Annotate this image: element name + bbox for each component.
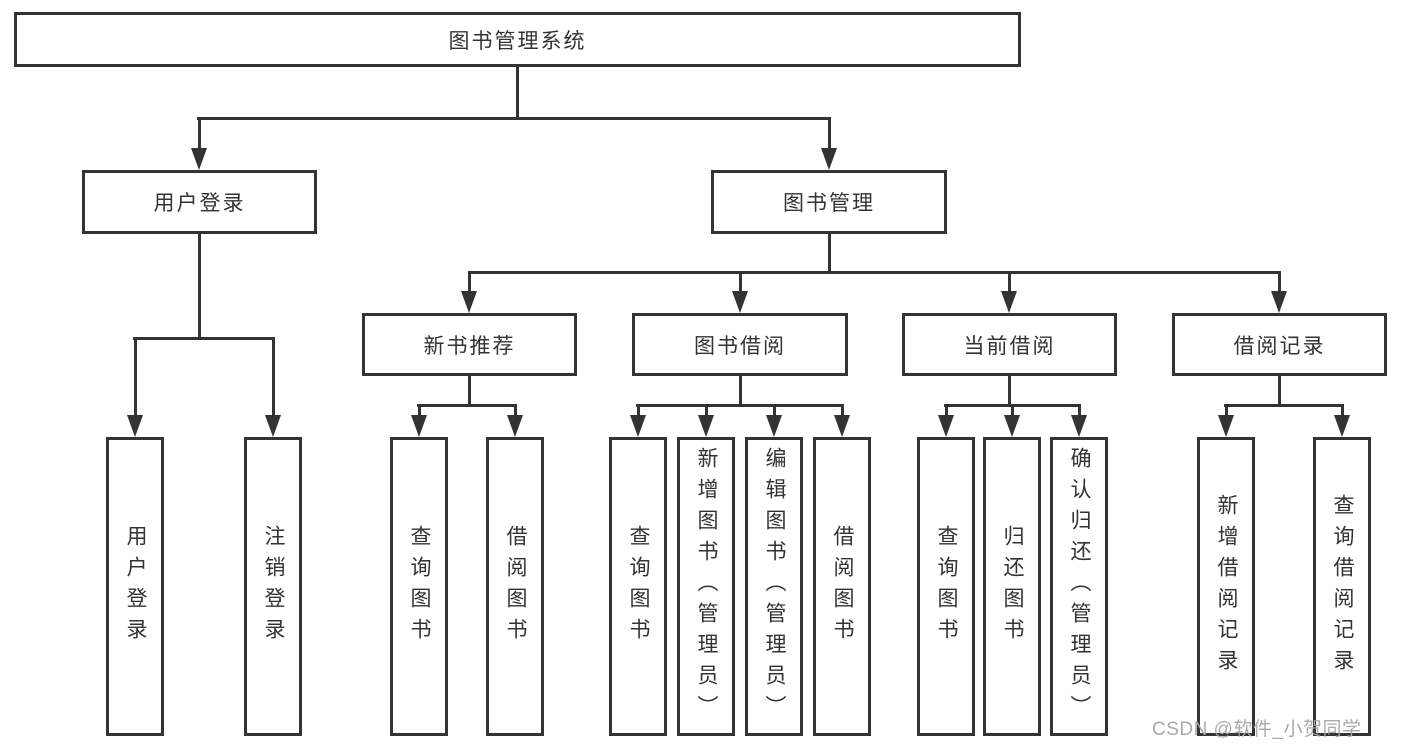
leaf-cb-confirm-label: 确认归还（管理员） bbox=[1068, 447, 1091, 726]
arrow-to-book-mgmt bbox=[821, 117, 837, 170]
leaf-bb-query-label: 查询图书 bbox=[627, 524, 650, 649]
arrow-to-br-add bbox=[1218, 404, 1234, 437]
arrow-to-bb-query bbox=[630, 404, 646, 437]
arrow-to-nb-borrow bbox=[507, 404, 523, 437]
leaf-bb-borrow-label: 借阅图书 bbox=[831, 524, 854, 649]
connector-new-books-stem bbox=[468, 376, 471, 407]
leaf-bb-borrow: 借阅图书 bbox=[813, 437, 871, 736]
arrow-to-bb-borrow bbox=[834, 404, 850, 437]
node-current-borrow: 当前借阅 bbox=[902, 313, 1117, 376]
arrow-to-borrow-records bbox=[1271, 271, 1287, 313]
leaf-login: 用户登录 bbox=[106, 437, 164, 736]
connector-current-borrow-stem bbox=[1008, 376, 1011, 407]
arrow-to-bb-add bbox=[698, 404, 714, 437]
leaf-bb-edit: 编辑图书（管理员） bbox=[745, 437, 803, 736]
arrow-to-cb-confirm bbox=[1071, 404, 1087, 437]
connector-user-login-stem bbox=[198, 234, 201, 340]
leaf-cb-confirm: 确认归还（管理员） bbox=[1050, 437, 1108, 736]
leaf-logout: 注销登录 bbox=[244, 437, 302, 736]
arrow-to-br-query bbox=[1334, 404, 1350, 437]
node-current-borrow-label: 当前借阅 bbox=[963, 334, 1056, 358]
leaf-logout-label: 注销登录 bbox=[262, 524, 285, 649]
leaf-cb-query-label: 查询图书 bbox=[935, 524, 958, 649]
node-root: 图书管理系统 bbox=[14, 12, 1021, 67]
node-book-mgmt-label: 图书管理 bbox=[783, 192, 875, 215]
node-root-label: 图书管理系统 bbox=[448, 29, 587, 53]
connector-root-splitter bbox=[197, 117, 831, 120]
leaf-cb-return: 归还图书 bbox=[983, 437, 1041, 736]
leaf-cb-query: 查询图书 bbox=[917, 437, 975, 736]
connector-root-stem bbox=[516, 67, 519, 120]
connector-book-mgmt-splitter bbox=[468, 271, 1281, 274]
arrow-to-logout bbox=[265, 337, 281, 437]
connector-book-mgmt-stem bbox=[828, 234, 831, 274]
leaf-br-query-label: 查询借阅记录 bbox=[1331, 493, 1354, 680]
connector-borrow-records-stem bbox=[1278, 376, 1281, 407]
connector-book-borrow-stem bbox=[739, 376, 742, 407]
leaf-bb-edit-label: 编辑图书（管理员） bbox=[763, 447, 786, 726]
node-book-borrow: 图书借阅 bbox=[632, 313, 848, 376]
node-user-login-label: 用户登录 bbox=[153, 192, 246, 215]
arrow-to-cb-return bbox=[1004, 404, 1020, 437]
node-new-books-label: 新书推荐 bbox=[423, 334, 516, 358]
leaf-nb-borrow-label: 借阅图书 bbox=[504, 524, 527, 649]
leaf-nb-query-label: 查询图书 bbox=[408, 524, 431, 649]
leaf-br-query: 查询借阅记录 bbox=[1313, 437, 1371, 736]
leaf-nb-borrow: 借阅图书 bbox=[486, 437, 544, 736]
node-borrow-records: 借阅记录 bbox=[1172, 313, 1387, 376]
leaf-bb-add-label: 新增图书（管理员） bbox=[695, 447, 718, 726]
leaf-nb-query: 查询图书 bbox=[390, 437, 448, 736]
leaf-login-label: 用户登录 bbox=[124, 524, 147, 649]
watermark: CSDN @软件_小贺同学 bbox=[1152, 719, 1362, 740]
leaf-br-add: 新增借阅记录 bbox=[1197, 437, 1255, 736]
node-book-borrow-label: 图书借阅 bbox=[694, 334, 786, 358]
connector-new-books-splitter bbox=[417, 404, 517, 407]
leaf-bb-query: 查询图书 bbox=[609, 437, 667, 736]
arrow-to-nb-query bbox=[411, 404, 427, 437]
node-book-mgmt: 图书管理 bbox=[711, 170, 947, 234]
arrow-to-login bbox=[127, 337, 143, 437]
node-user-login: 用户登录 bbox=[82, 170, 317, 234]
connector-user-login-splitter bbox=[133, 337, 275, 340]
arrow-to-cb-query bbox=[938, 404, 954, 437]
connector-book-borrow-splitter bbox=[636, 404, 844, 407]
node-new-books: 新书推荐 bbox=[362, 313, 577, 376]
leaf-cb-return-label: 归还图书 bbox=[1001, 524, 1024, 649]
leaf-br-add-label: 新增借阅记录 bbox=[1215, 493, 1238, 680]
node-borrow-records-label: 借阅记录 bbox=[1233, 334, 1326, 358]
connector-borrow-records-splitter bbox=[1224, 404, 1344, 407]
arrow-to-bb-edit bbox=[766, 404, 782, 437]
arrow-to-user-login bbox=[191, 117, 207, 170]
leaf-bb-add: 新增图书（管理员） bbox=[677, 437, 735, 736]
arrow-to-new-books bbox=[461, 271, 477, 313]
arrow-to-current-borrow bbox=[1001, 271, 1017, 313]
arrow-to-book-borrow bbox=[732, 271, 748, 313]
